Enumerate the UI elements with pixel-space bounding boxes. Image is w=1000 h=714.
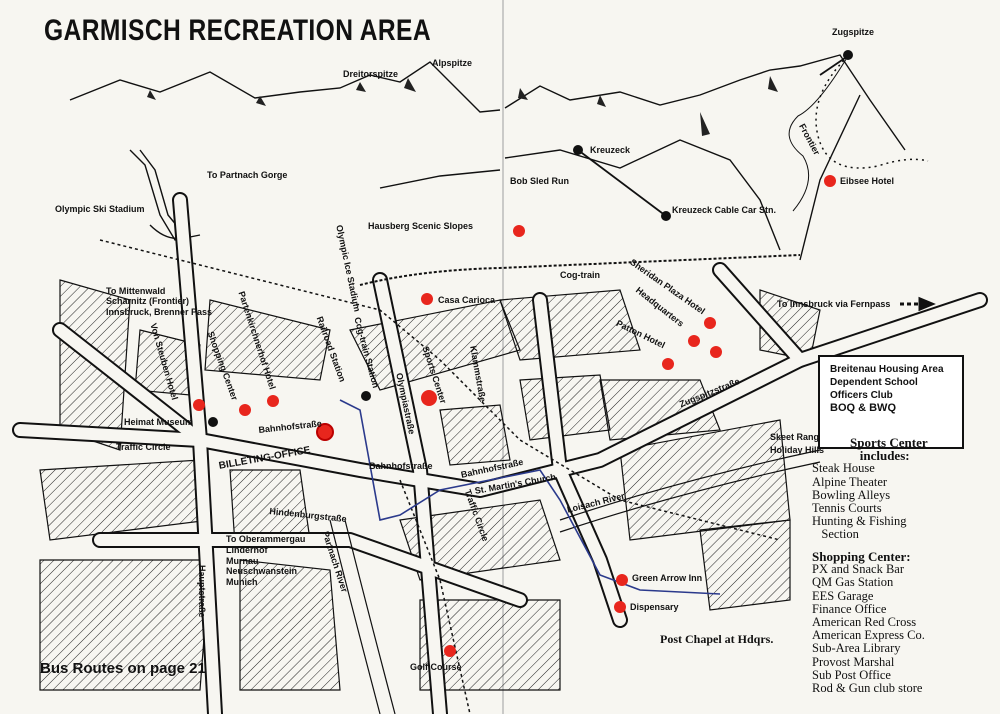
shopping-center-heading: Shopping Center: (812, 549, 911, 564)
sports-center-list: Sports Center includes: Steak House Alpi… (812, 436, 928, 542)
breitenau-line-3: Officers Club (830, 390, 893, 401)
sports-item: Alpine Theater (812, 474, 888, 489)
shopping-center-list: Shopping Center: PX and Snack Bar QM Gas… (812, 550, 925, 695)
zugspitze-dot (843, 50, 853, 60)
innsbruck-arrow-icon (900, 296, 936, 312)
sports-item: Hunting & Fishing Section (812, 514, 907, 542)
sports-item: Bowling Alleys (812, 487, 891, 502)
breitenau-point (710, 346, 722, 358)
kreuzeck-dot (573, 145, 583, 155)
heimat-dot (208, 417, 218, 427)
shopping-point-3 (267, 395, 279, 407)
label-oberammergau: To Oberammergau Linderhof Murnau Neuschw… (226, 534, 306, 588)
sports-center-heading: Sports Center includes: (850, 435, 928, 464)
cogtrain-dot (361, 391, 371, 401)
shopping-item: PX and Snack Bar (812, 562, 904, 577)
stations (208, 50, 853, 427)
mountain-ridge (69, 54, 906, 261)
hausberg-point (513, 225, 525, 237)
label-bob-sled-run: Bob Sled Run (510, 176, 569, 186)
label-alpspitze: Alpspitze (432, 58, 473, 68)
post-chapel-note: Post Chapel at Hdqrs. (660, 632, 774, 646)
shopping-point-1 (193, 399, 205, 411)
shopping-item: Sub-Area Library (812, 641, 901, 656)
shopping-item: Provost Marshal (812, 654, 895, 669)
shopping-item: Rod & Gun club store (812, 681, 923, 696)
casa-point (421, 293, 433, 305)
label-skeet-range: Skeet Range Holiday Hills (770, 432, 825, 455)
shopping-item: Sub Post Office (812, 667, 891, 682)
cable-lines (577, 55, 849, 217)
billeting-point (316, 423, 334, 441)
ridge-shading (147, 76, 778, 136)
label-green-arrow-inn: Green Arrow Inn (632, 573, 703, 583)
greenarrow-point (616, 574, 628, 586)
breitenau-line-1: Breitenau Housing Area (830, 364, 944, 375)
dispensary-point (614, 601, 626, 613)
breitenau-line-2: Dependent School (830, 377, 918, 388)
shopping-item: QM Gas Station (812, 575, 894, 590)
hq-point (704, 317, 716, 329)
shopping-item: American Red Cross (812, 615, 917, 630)
shopping-item: Finance Office (812, 601, 887, 616)
label-dreitorspitze: Dreitorspitze (343, 69, 399, 79)
label-olympic-ski-stadium: Olympic Ski Stadium (55, 204, 145, 214)
sports-item: Steak House (812, 461, 875, 476)
shopping-point-2 (239, 404, 251, 416)
label-dispensary: Dispensary (630, 602, 679, 612)
eibsee-point (824, 175, 836, 187)
shopping-item: American Express Co. (812, 628, 925, 643)
label-eibsee-hotel: Eibsee Hotel (840, 176, 895, 186)
label-hauptstrasse: Hauptstraße (197, 565, 207, 618)
sports-item: Tennis Courts (812, 501, 882, 516)
breitenau-box: Breitenau Housing Area Dependent School … (818, 355, 964, 449)
label-heimat-museum: Heimat Museum (124, 417, 194, 427)
label-cog-train: Cog-train (560, 270, 600, 280)
patton-point (662, 358, 674, 370)
sports-point (421, 390, 437, 406)
label-mittenwald: To Mittenwald Scharnitz (Frontier) Innsb… (106, 286, 213, 317)
label-golf-course: Golf Course (410, 662, 462, 672)
cablecar-dot (661, 211, 671, 221)
sheridan-point (688, 335, 700, 347)
breitenau-line-4: BOQ & BWQ (830, 402, 896, 414)
location-points (193, 175, 836, 657)
golf-point (444, 645, 456, 657)
zugspitze-path (788, 55, 849, 212)
label-kreuzeck: Kreuzeck (590, 145, 631, 155)
bus-routes-footer: Bus Routes on page 21 (40, 660, 206, 677)
label-casa-carioca: Casa Carioca (438, 295, 496, 305)
label-bahnhofstrasse-2: Bahnhofstraße (369, 461, 433, 471)
label-traffic-circle-1: Traffic Circle (116, 442, 171, 452)
label-partnach-gorge: To Partnach Gorge (207, 170, 288, 180)
label-zugspitze: Zugspitze (832, 27, 874, 37)
railways (99, 239, 801, 714)
map-title: GARMISCH RECREATION AREA (44, 14, 432, 47)
rivers (329, 449, 821, 714)
shopping-item: EES Garage (812, 588, 874, 603)
label-cable-car-station: Kreuzeck Cable Car Stn. (672, 205, 777, 215)
label-innsbruck: To Innsbruck via Fernpass (777, 299, 891, 309)
label-hausberg: Hausberg Scenic Slopes (368, 221, 474, 231)
